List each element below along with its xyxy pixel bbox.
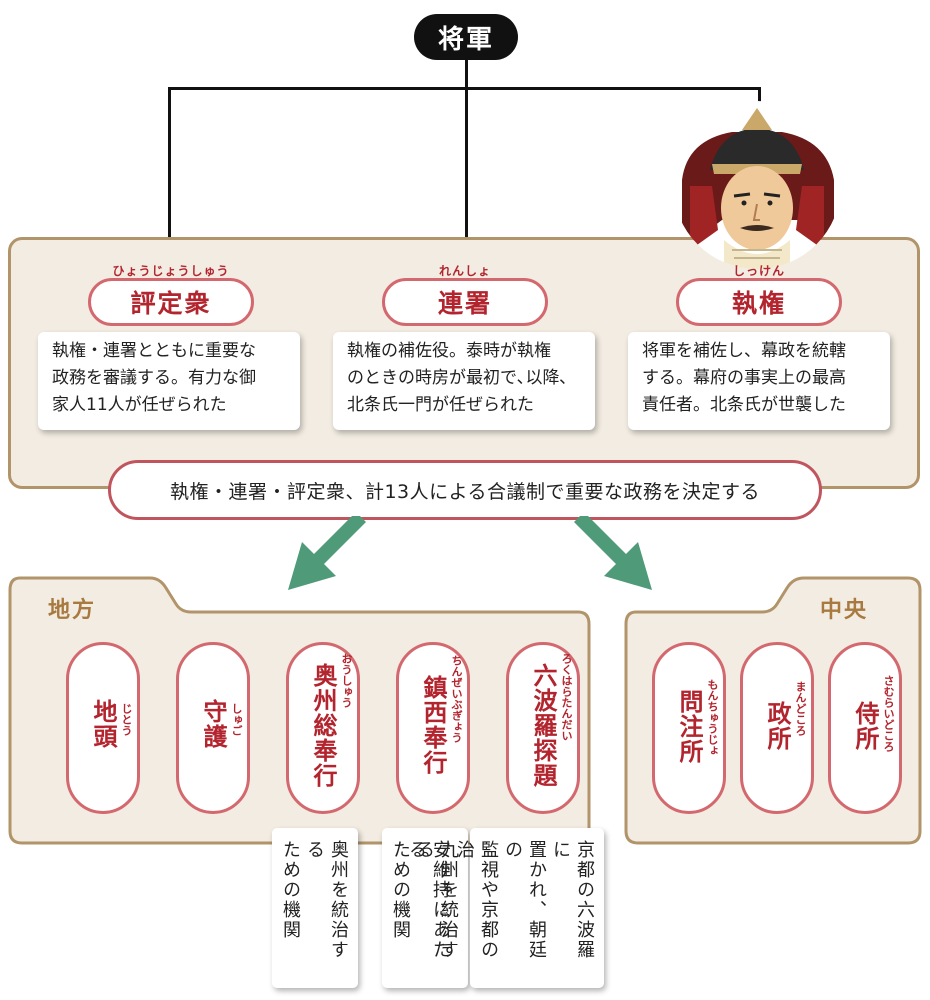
office-ruby: じとう (120, 703, 133, 736)
connector-line (168, 87, 761, 90)
role-pill-rensho: 連署 (382, 278, 548, 326)
arrow-down-right-icon (574, 516, 652, 590)
office-pill-shugo: 守護 しゅご (176, 642, 250, 814)
role-ruby-shikken: しっけん (732, 264, 785, 278)
office-pill-jito: 地頭 じとう (66, 642, 140, 814)
office-name: 地頭 (89, 699, 117, 749)
summary-text: 執権・連署・評定衆、計13人による合議制で重要な政務を決定する (169, 480, 761, 503)
regional-title: 地方 (48, 598, 97, 623)
shogun-node: 将軍 (414, 14, 518, 60)
office-name: 守護 (199, 699, 227, 749)
role-ruby-rensho: れんしょ (438, 264, 491, 278)
office-name: 鎮西奉行 (419, 675, 447, 775)
office-pill-samurai-dokoro: 侍所 さむらいどころ (828, 642, 902, 814)
connector-line (465, 87, 468, 267)
office-note-oshu: 奥州を統治する ための機関 (272, 828, 358, 988)
office-pill-oshu-sobugyo: 奥州総奉行 おうしゅう (286, 642, 360, 814)
role-desc-shikken: 将軍を補佐し、幕政を統轄 する。幕府の事実上の最高 責任者。北条氏が世襲した (628, 332, 890, 430)
role-pill-hyojoshu: 評定衆 (88, 278, 254, 326)
office-ruby: もんちゅうじょ (706, 679, 719, 756)
office-pill-rokuhara-tandai: 六波羅探題 ろくはらたんだい (506, 642, 580, 814)
role-title: 連署 (437, 289, 492, 318)
role-desc-hyojoshu: 執権・連署とともに重要な 政務を審議する。有力な御 家人11人が任ぜられた (38, 332, 300, 430)
connector-line (465, 58, 468, 88)
office-ruby: まんどころ (794, 681, 807, 736)
office-pill-mandokoro: 政所 まんどころ (740, 642, 814, 814)
office-ruby: ろくはらたんだい (560, 653, 573, 741)
office-note-chinzei: 九州を統治する ための機関 (382, 828, 468, 988)
role-ruby-hyojoshu: ひょうじょうしゅう (112, 264, 230, 278)
role-title: 評定衆 (130, 289, 212, 318)
connector-line (168, 87, 171, 267)
shikken-portrait-illustration (673, 101, 841, 269)
summary-bar: 執権・連署・評定衆、計13人による合議制で重要な政務を決定する (108, 460, 822, 520)
office-note-rokuhara: 京都の六波羅に 置かれ、朝廷の 監視や京都の治 安維持にあたる (406, 828, 604, 988)
role-desc-rensho: 執権の補佐役。泰時が執権 のときの時房が最初で､以降､ 北条氏一門が任ぜられた (333, 332, 595, 430)
role-title: 執権 (731, 289, 786, 318)
office-ruby: おうしゅう (340, 653, 353, 708)
central-title: 中央 (820, 598, 869, 623)
shogun-label: 将軍 (437, 24, 494, 55)
arrow-down-left-icon (288, 516, 366, 590)
office-ruby: ちんぜいぶぎょう (450, 655, 463, 743)
office-pill-monchujo: 問注所 もんちゅうじょ (652, 642, 726, 814)
office-ruby: しゅご (230, 703, 243, 736)
office-name: 奥州総奉行 (309, 663, 337, 788)
office-name: 侍所 (851, 701, 879, 751)
office-name: 政所 (763, 701, 791, 751)
office-ruby: さむらいどころ (882, 675, 895, 752)
office-name: 六波羅探題 (529, 663, 557, 788)
role-pill-shikken: 執権 (676, 278, 842, 326)
office-pill-chinzei-bugyo: 鎮西奉行 ちんぜいぶぎょう (396, 642, 470, 814)
office-name: 問注所 (675, 689, 703, 764)
